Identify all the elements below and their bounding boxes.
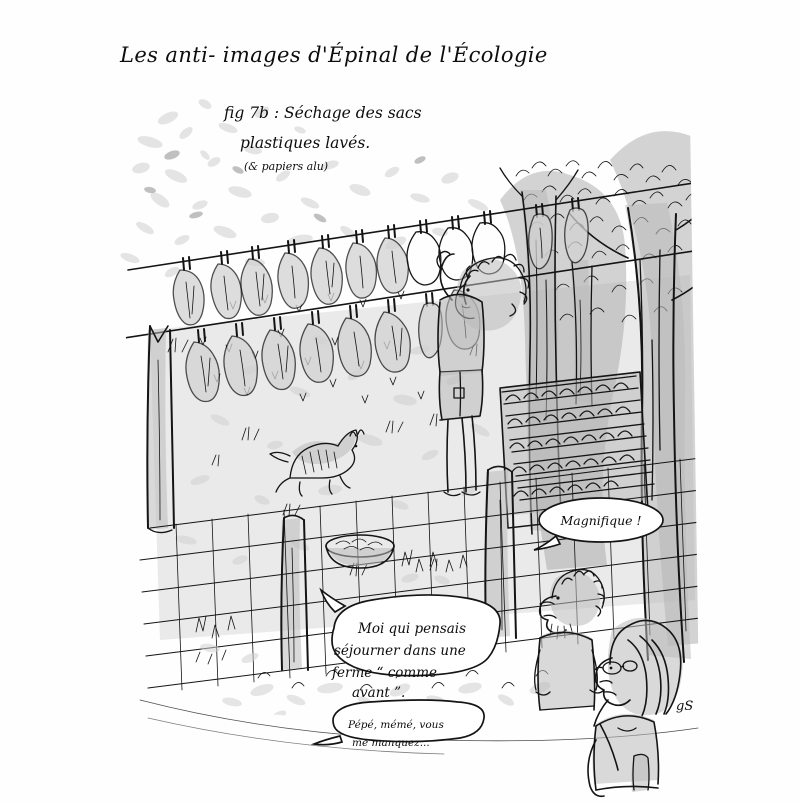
clothesline-lower bbox=[123, 249, 700, 339]
weeds bbox=[195, 549, 468, 665]
figure-woman-hanging-bags bbox=[436, 250, 530, 497]
glasses-icon bbox=[594, 660, 638, 675]
clothespin bbox=[387, 224, 396, 239]
clothespin bbox=[355, 229, 364, 244]
bubble-main-line-4: avant ”. bbox=[352, 685, 405, 701]
caption-line-2: plastiques lavés. bbox=[240, 134, 370, 152]
clothespin bbox=[197, 328, 206, 343]
bubble-bottom: Pépé, mémé, vous me manquez... bbox=[310, 699, 485, 749]
basin bbox=[325, 534, 395, 569]
clothesline-upper bbox=[127, 181, 700, 271]
clothespin bbox=[273, 316, 282, 331]
caption-line-1: fig 7b : Séchage des sacs bbox=[223, 104, 422, 122]
bubble-magnifique: Magnifique ! bbox=[533, 497, 664, 551]
hedge-foliage-wash bbox=[120, 99, 489, 278]
caption-line-3: (& papiers alu) bbox=[244, 160, 328, 173]
hair bbox=[551, 568, 605, 617]
clothespin bbox=[349, 304, 358, 319]
clothespin bbox=[182, 256, 191, 271]
hanging-bags-upper bbox=[172, 197, 589, 326]
bubble-main-line-3: ferme “ comme bbox=[331, 665, 437, 681]
clothespin bbox=[321, 234, 330, 249]
artist-signature: gS bbox=[676, 699, 693, 714]
bubble-main: Moi qui pensais séjourner dans une ferme… bbox=[319, 587, 501, 701]
bubble-main-line-2: séjourner dans une bbox=[334, 643, 466, 659]
clothespin bbox=[311, 310, 320, 325]
cat bbox=[269, 429, 365, 497]
hair bbox=[609, 619, 682, 717]
foil-sheet bbox=[406, 219, 442, 286]
clothespin bbox=[220, 250, 229, 265]
clothespin bbox=[287, 239, 296, 254]
bubble-bottom-line-1: Pépé, mémé, vous bbox=[347, 719, 444, 731]
basin-contents bbox=[335, 538, 383, 551]
clothespin bbox=[251, 245, 260, 260]
bubble-bottom-line-2: me manquez... bbox=[352, 737, 430, 749]
clothespin bbox=[235, 322, 244, 337]
hair bbox=[459, 253, 530, 317]
bubble-main-line-1: Moi qui pensais bbox=[357, 621, 466, 637]
woodpile bbox=[499, 371, 655, 529]
fence-post-left bbox=[146, 325, 175, 534]
page-title: Les anti- images d'Épinal de l'Écologie bbox=[119, 43, 548, 67]
figure-woman-with-glasses bbox=[587, 617, 683, 798]
bubble-magnifique-text: Magnifique ! bbox=[559, 513, 641, 528]
fence-post-mid bbox=[280, 514, 309, 671]
clothespin bbox=[387, 298, 396, 313]
